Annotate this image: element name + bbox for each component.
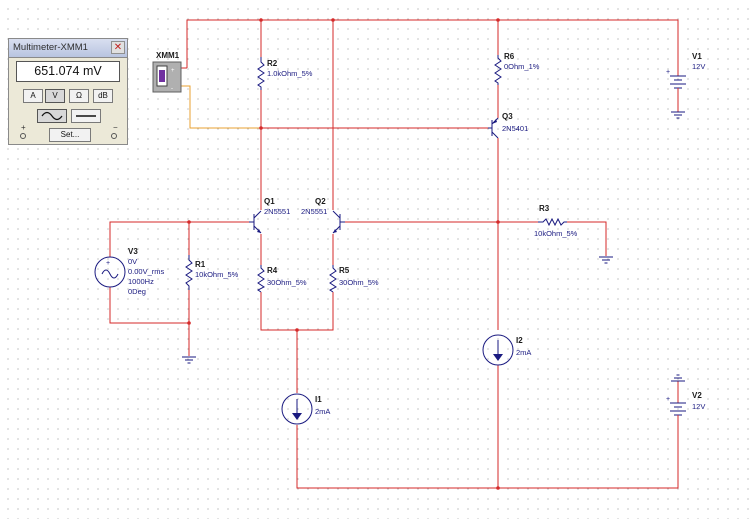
v1-ref: V1 (692, 52, 702, 61)
r6-resistor[interactable]: R6 0Ohm_1% (494, 52, 540, 85)
dc-mode-button[interactable] (71, 109, 101, 123)
multimeter-reading: 651.074 mV (16, 61, 120, 82)
r4-ref: R4 (267, 266, 278, 275)
v3-ref: V3 (128, 247, 138, 256)
q2-model: 2N5551 (301, 207, 327, 216)
ground-v1 (671, 111, 685, 119)
v3-line1: 0V (128, 257, 137, 266)
r6-value: 0Ohm_1% (504, 62, 540, 71)
plus-terminal-label: + (21, 123, 26, 132)
v2-battery[interactable]: + V2 12V (666, 391, 705, 425)
r3-ref: R3 (539, 204, 550, 213)
multimeter-window[interactable]: Multimeter-XMM1 ✕ 651.074 mV A V Ω dB + … (8, 38, 128, 145)
r6-ref: R6 (504, 52, 515, 61)
v3-line4: 0Deg (128, 287, 146, 296)
q3-model: 2N5401 (502, 124, 528, 133)
junctions (187, 18, 500, 490)
multimeter-title: Multimeter-XMM1 (13, 42, 88, 53)
svg-text:+: + (666, 69, 670, 76)
wires (109, 19, 679, 489)
multimeter-titlebar[interactable]: Multimeter-XMM1 ✕ (9, 39, 127, 58)
r5-value: 30Ohm_5% (339, 278, 379, 287)
v3-line3: 1000Hz (128, 277, 154, 286)
v2-value: 12V (692, 402, 705, 411)
ground-r3 (599, 256, 613, 264)
i1-value: 2mA (315, 407, 330, 416)
svg-text:-: - (171, 86, 173, 92)
ac-mode-button[interactable] (37, 109, 67, 123)
amps-button[interactable]: A (23, 89, 43, 103)
set-button[interactable]: Set... (49, 128, 91, 142)
v1-battery[interactable]: + V1 12V (666, 52, 705, 98)
i2-value: 2mA (516, 348, 531, 357)
svg-text:+: + (106, 260, 110, 267)
dc-line-icon (76, 115, 96, 117)
probe-wire (181, 85, 261, 129)
svg-text:+: + (666, 396, 670, 403)
r4-value: 30Ohm_5% (267, 278, 307, 287)
i2-ref: I2 (516, 336, 523, 345)
q1-ref: Q1 (264, 197, 275, 206)
v3-ac-source[interactable]: + V3 0V 0.00V_rms 1000Hz 0Deg (94, 247, 165, 296)
minus-terminal-label: − (113, 123, 118, 132)
r5-ref: R5 (339, 266, 350, 275)
q3-transistor[interactable]: Q3 2N5401 (488, 112, 528, 139)
close-button[interactable]: ✕ (111, 41, 125, 54)
r2-value: 1.0kOhm_5% (267, 69, 313, 78)
q1-model: 2N5551 (264, 207, 290, 216)
i2-current-source[interactable]: I2 2mA (482, 334, 531, 366)
r4-resistor[interactable]: R4 30Ohm_5% (257, 265, 307, 293)
db-button[interactable]: dB (93, 89, 113, 103)
r3-value: 10kOhm_5% (534, 229, 578, 238)
q2-ref: Q2 (315, 197, 326, 206)
svg-text:+: + (171, 68, 175, 74)
ground-v2 (671, 374, 685, 382)
ac-wave-icon (41, 111, 63, 121)
r1-resistor[interactable]: R1 10kOhm_5% (185, 255, 239, 290)
v2-ref: V2 (692, 391, 702, 400)
xmm1-ref: XMM1 (156, 51, 180, 60)
r2-ref: R2 (267, 59, 278, 68)
volts-button[interactable]: V (45, 89, 65, 103)
r5-resistor[interactable]: R5 30Ohm_5% (329, 265, 379, 293)
v3-line2: 0.00V_rms (128, 267, 165, 276)
minus-terminal[interactable] (111, 133, 117, 139)
i1-ref: I1 (315, 395, 322, 404)
q1-transistor[interactable]: Q1 2N5551 (249, 197, 290, 234)
r1-ref: R1 (195, 260, 206, 269)
r2-resistor[interactable]: R2 1.0kOhm_5% (257, 57, 313, 90)
i1-current-source[interactable]: I1 2mA (281, 393, 330, 425)
plus-terminal[interactable] (20, 133, 26, 139)
ground-r1 (182, 356, 196, 364)
r3-resistor[interactable]: R3 10kOhm_5% (534, 204, 578, 238)
r1-value: 10kOhm_5% (195, 270, 239, 279)
q3-ref: Q3 (502, 112, 513, 121)
ohms-button[interactable]: Ω (69, 89, 89, 103)
q2-transistor[interactable]: Q2 2N5551 (301, 197, 345, 234)
xmm1-symbol[interactable]: + - XMM1 (152, 51, 182, 93)
v1-value: 12V (692, 62, 705, 71)
